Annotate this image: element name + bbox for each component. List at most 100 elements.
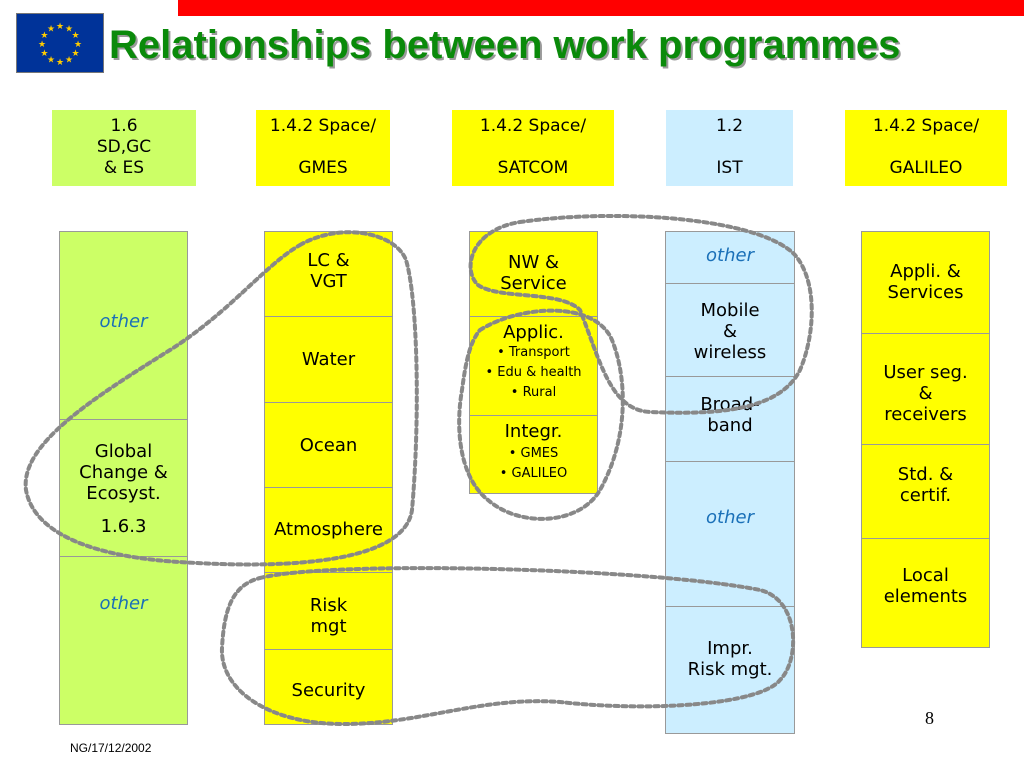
cell-text: & bbox=[722, 321, 738, 342]
applic-item-transport: • Transport bbox=[497, 345, 570, 360]
cell-text: NW & bbox=[507, 252, 560, 273]
cell-text: other bbox=[706, 507, 754, 528]
cell-text: other bbox=[99, 311, 148, 332]
page-number: 8 bbox=[925, 708, 934, 728]
cell-text: Water bbox=[301, 349, 356, 370]
column-gmes: LC & VGT Water Ocean Atmosphere Risk mgt… bbox=[264, 231, 393, 725]
svg-text:★: ★ bbox=[72, 49, 80, 59]
cell-text: wireless bbox=[693, 342, 767, 363]
cell-text: Services bbox=[887, 282, 964, 303]
cell-text: other bbox=[99, 593, 148, 614]
cell-local-elements: Local elements bbox=[862, 538, 989, 647]
integr-item-galileo: • GALILEO bbox=[499, 466, 568, 481]
applic-item-rural: • Rural bbox=[510, 385, 557, 400]
cell-text: Ocean bbox=[299, 435, 358, 456]
cell-other: other bbox=[60, 232, 187, 419]
cell-text: Broad- bbox=[700, 394, 760, 415]
cell-text: Security bbox=[291, 680, 366, 701]
cell-other: other bbox=[666, 232, 794, 283]
cell-text: Local bbox=[902, 565, 949, 586]
svg-text:★: ★ bbox=[40, 49, 48, 59]
cell-appli-services: Appli. & Services bbox=[862, 232, 989, 333]
cell-text: Impr. bbox=[707, 638, 753, 659]
cell-code: 1.6.3 bbox=[100, 516, 147, 537]
column-satcom: NW & Service Applic. • Transport • Edu &… bbox=[469, 231, 598, 494]
svg-text:★: ★ bbox=[65, 56, 73, 66]
cell-other: other bbox=[666, 461, 794, 606]
cell-text: mgt bbox=[310, 616, 347, 637]
header-box-ist: 1.2 IST bbox=[666, 110, 793, 186]
cell-text: Atmosphere bbox=[274, 519, 383, 540]
cell-text: Service bbox=[500, 273, 567, 294]
cell-risk-mgt: Risk mgt bbox=[265, 572, 392, 649]
svg-text:★: ★ bbox=[38, 40, 46, 50]
header-line: GMES bbox=[298, 158, 348, 178]
column-galileo: Appli. & Services User seg. & receivers … bbox=[861, 231, 990, 648]
svg-text:★: ★ bbox=[65, 24, 73, 34]
header-line: 1.6 bbox=[110, 116, 138, 136]
cell-water: Water bbox=[265, 316, 392, 402]
header-box-sdgc-es: 1.6 SD,GC & ES bbox=[52, 110, 196, 186]
loop-telecom bbox=[468, 213, 814, 415]
slide-title: Relationships between work programmes bbox=[109, 23, 901, 67]
cell-applic: Applic. • Transport • Edu & health • Rur… bbox=[470, 316, 597, 415]
svg-text:★: ★ bbox=[72, 31, 80, 41]
header-box-satcom: 1.4.2 Space/ SATCOM bbox=[452, 110, 614, 186]
cell-text: User seg. bbox=[883, 362, 968, 383]
cell-text: Integr. bbox=[504, 421, 563, 442]
cell-text: Ecosyst. bbox=[86, 483, 161, 504]
cell-text: Mobile bbox=[700, 300, 760, 321]
header-line: 1.2 bbox=[715, 116, 744, 136]
cell-ocean: Ocean bbox=[265, 402, 392, 487]
eu-flag-logo: ★ ★ ★ ★ ★ ★ ★ ★ ★ ★ ★ ★ bbox=[16, 13, 104, 73]
cell-text: Risk bbox=[309, 595, 348, 616]
cell-text: & bbox=[918, 383, 933, 404]
header-line: GALILEO bbox=[889, 158, 963, 178]
header-line: SATCOM bbox=[497, 158, 569, 178]
cell-text: Std. & bbox=[897, 464, 954, 485]
cell-text: Appli. & bbox=[890, 261, 961, 282]
cell-text: VGT bbox=[310, 271, 347, 292]
column-ist: other Mobile & wireless Broad- band othe… bbox=[665, 231, 795, 734]
cell-global-change-ecosyst: Global Change & Ecosyst. 1.6.3 bbox=[60, 419, 187, 556]
svg-text:★: ★ bbox=[47, 56, 55, 66]
cell-mobile-wireless: Mobile & wireless bbox=[666, 283, 794, 376]
cell-text: Global bbox=[94, 441, 153, 462]
svg-text:★: ★ bbox=[74, 40, 82, 50]
cell-text: receivers bbox=[884, 404, 967, 425]
loop-applications-integration bbox=[457, 308, 625, 521]
cell-text: LC & bbox=[307, 250, 350, 271]
cell-text: Change & bbox=[79, 462, 168, 483]
applic-item-edu-health: • Edu & health bbox=[485, 365, 582, 380]
header-box-gmes: 1.4.2 Space/ GMES bbox=[256, 110, 390, 186]
loop-risk-management bbox=[219, 566, 796, 727]
cell-text: Applic. bbox=[503, 322, 564, 343]
svg-text:★: ★ bbox=[56, 58, 64, 68]
column-sdgc-es: other Global Change & Ecosyst. 1.6.3 oth… bbox=[59, 231, 188, 725]
svg-text:★: ★ bbox=[56, 22, 64, 32]
cell-nw-service: NW & Service bbox=[470, 232, 597, 316]
cell-text: band bbox=[707, 415, 753, 436]
cell-std-certif: Std. & certif. bbox=[862, 444, 989, 538]
header-line: 1.4.2 Space/ bbox=[269, 116, 377, 136]
eu-stars: ★ ★ ★ ★ ★ ★ ★ ★ ★ ★ ★ ★ bbox=[38, 22, 82, 68]
header-line: 1.4.2 Space/ bbox=[872, 116, 980, 136]
cell-security: Security bbox=[265, 649, 392, 724]
header-line: IST bbox=[716, 158, 743, 178]
svg-text:★: ★ bbox=[40, 31, 48, 41]
integr-item-gmes: • GMES bbox=[508, 446, 559, 461]
top-red-bar bbox=[178, 0, 1024, 16]
cell-atmosphere: Atmosphere bbox=[265, 487, 392, 572]
loop-earth-observation bbox=[23, 230, 419, 567]
cell-other: other bbox=[60, 556, 187, 724]
header-line: 1.4.2 Space/ bbox=[479, 116, 587, 136]
cell-user-seg-receivers: User seg. & receivers bbox=[862, 333, 989, 444]
cell-lc-vgt: LC & VGT bbox=[265, 232, 392, 316]
cell-text: elements bbox=[883, 586, 968, 607]
header-box-galileo: 1.4.2 Space/ GALILEO bbox=[845, 110, 1007, 186]
cell-text: Risk mgt. bbox=[687, 659, 773, 680]
cell-integr: Integr. • GMES • GALILEO bbox=[470, 415, 597, 493]
footer-date: NG/17/12/2002 bbox=[70, 741, 152, 755]
cell-broadband: Broad- band bbox=[666, 376, 794, 461]
